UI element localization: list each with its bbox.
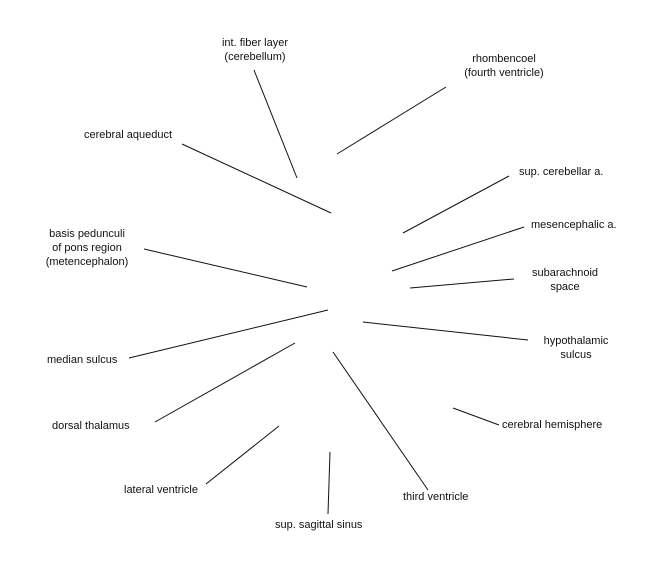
label-rhombencoel-line2: (fourth ventricle): [464, 67, 544, 79]
leader-rhombencoel: [336, 86, 447, 155]
label-sup-cerebellar-a: sup. cerebellar a.: [519, 166, 604, 178]
label-basis-pedunculi-line3: (metencephalon): [45, 256, 129, 268]
leader-lateral-ventricle: [205, 425, 280, 485]
leader-hypothalamic-sulcus: [362, 321, 529, 341]
label-subarachnoid-space-line1: subarachnoid: [531, 267, 599, 279]
label-rhombencoel: rhombencoel (fourth ventricle): [444, 52, 564, 80]
label-subarachnoid-space: subarachnoid space: [516, 266, 614, 294]
label-int-fiber-layer: int. fiber layer (cerebellum): [200, 36, 310, 64]
label-basis-pedunculi-line2: of pons region: [52, 242, 122, 254]
label-hypothalamic-sulcus: hypothalamic sulcus: [526, 334, 626, 362]
label-third-ventricle: third ventricle: [403, 491, 469, 503]
leader-dorsal-thalamus: [154, 342, 296, 423]
leader-subarachnoid-space: [409, 278, 515, 289]
label-mesencephalic-a: mesencephalic a.: [531, 219, 617, 231]
leader-cerebral-hemisphere: [452, 407, 500, 426]
label-int-fiber-layer-line1: int. fiber layer: [221, 37, 289, 49]
leader-sup-cerebellar-a: [402, 175, 510, 234]
label-median-sulcus: median sulcus: [47, 354, 118, 366]
label-dorsal-thalamus: dorsal thalamus: [52, 420, 130, 432]
label-rhombencoel-line1: rhombencoel: [472, 53, 536, 65]
label-cerebral-aqueduct: cerebral aqueduct: [84, 129, 173, 141]
label-sup-sagittal-sinus: sup. sagittal sinus: [275, 519, 363, 531]
label-cerebral-hemisphere: cerebral hemisphere: [502, 419, 603, 431]
label-subarachnoid-space-line2: space: [550, 281, 580, 293]
label-lateral-ventricle: lateral ventricle: [124, 484, 198, 496]
leader-third-ventricle: [332, 351, 429, 491]
leader-basis-pedunculi: [143, 248, 308, 288]
label-int-fiber-layer-line2: (cerebellum): [224, 51, 286, 63]
leader-cerebral-aqueduct: [181, 143, 332, 214]
label-hypothalamic-sulcus-line2: sulcus: [560, 349, 592, 361]
leader-int-fiber-layer: [253, 69, 298, 179]
label-hypothalamic-sulcus-line1: hypothalamic: [543, 335, 609, 347]
label-basis-pedunculi: basis pedunculi of pons region (metencep…: [32, 227, 142, 269]
leader-mesencephalic-a: [391, 226, 525, 272]
leader-sup-sagittal-sinus: [327, 451, 331, 515]
leader-median-sulcus: [128, 309, 329, 359]
label-basis-pedunculi-line1: basis pedunculi: [49, 228, 125, 240]
